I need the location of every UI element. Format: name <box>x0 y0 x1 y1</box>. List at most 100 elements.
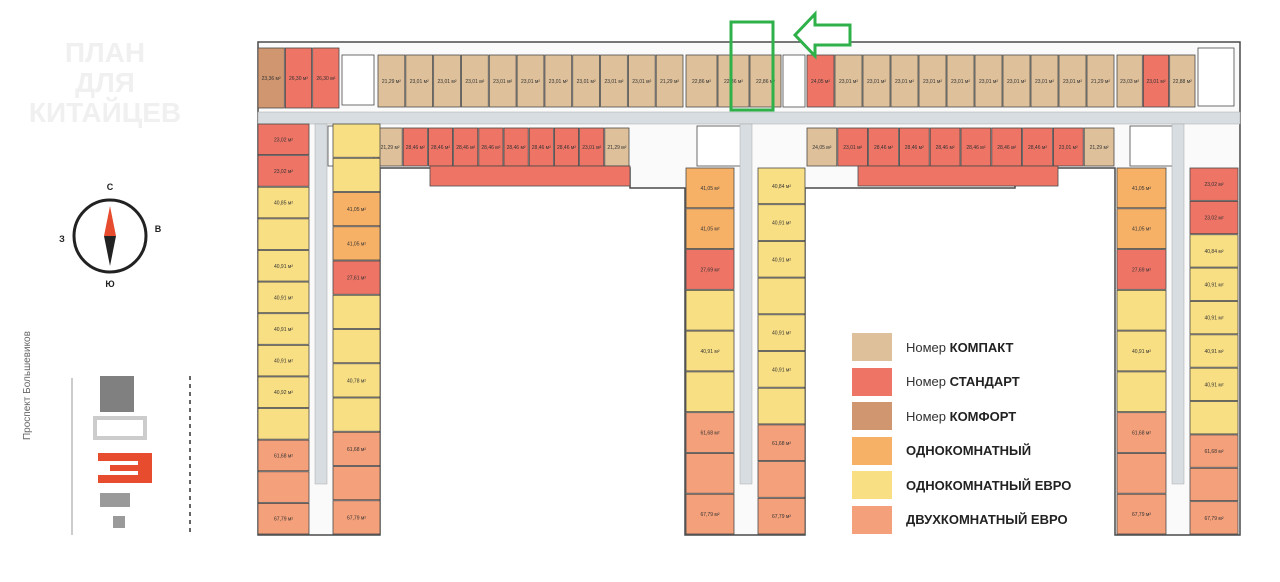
room-area-label: 23,01 м² <box>867 79 886 85</box>
room <box>1142 54 1170 108</box>
room-area-label: 40,91 м² <box>700 349 719 355</box>
room <box>1189 167 1239 201</box>
room <box>1189 334 1239 368</box>
room <box>757 240 806 278</box>
room <box>862 54 891 108</box>
room <box>717 54 750 108</box>
legend-prefix: Номер <box>906 374 947 390</box>
room <box>332 431 381 466</box>
compass-south-label: Ю <box>105 279 114 289</box>
room <box>685 412 735 453</box>
room <box>332 466 381 501</box>
legend-item-one-euro: ОДНОКОМНАТНЫЙ ЕВРО <box>852 468 1112 503</box>
room <box>257 186 310 219</box>
room <box>960 127 992 167</box>
room <box>572 54 600 108</box>
elevator-shaft <box>1129 125 1177 167</box>
neighbor-building <box>100 493 130 507</box>
room <box>257 502 310 535</box>
room <box>257 47 285 109</box>
room <box>1189 401 1239 435</box>
neighbor-building <box>100 376 134 412</box>
stairwell <box>782 54 806 108</box>
room-area-label: 41,05 м² <box>347 207 366 213</box>
room <box>685 453 735 494</box>
room-area-label: 67,79 м² <box>772 514 791 520</box>
room-area-label: 40,91 м² <box>1204 382 1223 388</box>
room <box>685 371 735 413</box>
room <box>257 123 310 156</box>
room-area-label: 40,91 м² <box>772 221 791 227</box>
room <box>991 127 1022 167</box>
room-area-label: 23,01 м² <box>493 79 512 85</box>
room <box>685 249 735 290</box>
room-area-label: 41,05 м² <box>1132 186 1151 192</box>
room <box>257 155 310 187</box>
room-area-label: 21,29 м² <box>1091 79 1110 85</box>
room <box>974 54 1003 108</box>
room <box>1116 289 1167 331</box>
legend-item-one-room: ОДНОКОМНАТНЫЙ <box>852 434 1112 469</box>
compass-icon <box>72 198 148 274</box>
room <box>332 500 381 535</box>
room <box>257 344 310 377</box>
room-area-label: 23,01 м² <box>549 79 568 85</box>
legend-swatch <box>852 436 892 465</box>
room <box>461 54 489 108</box>
room <box>257 439 310 472</box>
room <box>749 54 782 108</box>
room-area-label: 28,46 м² <box>874 145 893 151</box>
room-area-label: 41,05 м² <box>700 186 719 192</box>
room-area-label: 23,01 м² <box>1063 79 1082 85</box>
room-area-label: 23,01 м² <box>839 79 858 85</box>
room <box>332 397 381 432</box>
room <box>1189 501 1239 535</box>
room-area-label: 23,01 м² <box>951 79 970 85</box>
room-area-label: 40,91 м² <box>1204 316 1223 322</box>
room <box>655 54 684 108</box>
room-area-label: 23,01 м² <box>521 79 540 85</box>
room <box>834 54 863 108</box>
room <box>257 218 310 250</box>
room <box>685 54 718 108</box>
room-area-label: 28,46 м² <box>936 145 955 151</box>
neighbor-building <box>113 516 125 528</box>
room-area-label: 40,85 м² <box>274 201 293 207</box>
room-area-label: 23,01 м² <box>979 79 998 85</box>
room-area-label: 28,46 м² <box>997 145 1016 151</box>
room-area-label: 41,05 м² <box>700 227 719 233</box>
corridor <box>1171 123 1185 485</box>
room-area-label: 27,61 м² <box>347 276 366 282</box>
room-area-label: 23,01 м² <box>1059 145 1078 151</box>
room-area-label: 40,91 м² <box>274 327 293 333</box>
room <box>757 497 806 535</box>
room <box>685 493 735 535</box>
room <box>1189 467 1239 502</box>
room <box>1116 371 1167 413</box>
legend-name: ДВУХКОМНАТНЫЙ ЕВРО <box>906 512 1068 528</box>
corridor <box>739 123 753 485</box>
watermark-text: ПЛАН <box>65 37 145 68</box>
room-area-label: 26,30 м² <box>316 76 335 82</box>
room <box>257 313 310 345</box>
legend-item-two-euro: ДВУХКОМНАТНЫЙ ЕВРО <box>852 503 1112 538</box>
room-area-label: 41,05 м² <box>347 241 366 247</box>
room-area-label: 40,91 м² <box>1132 349 1151 355</box>
room <box>757 387 806 425</box>
room <box>685 330 735 372</box>
legend-name: КОМФОРТ <box>949 408 1017 424</box>
room <box>402 127 428 167</box>
room <box>857 165 1059 187</box>
room <box>257 281 310 314</box>
room <box>544 54 573 108</box>
room-area-label: 23,01 м² <box>410 79 429 85</box>
room-area-label: 26,30 м² <box>289 76 308 82</box>
room-area-label: 40,91 м² <box>274 264 293 270</box>
room-area-label: 23,02 м² <box>1204 216 1223 222</box>
legend: Номер КОМПАКТ Номер СТАНДАРТ Номер КОМФО… <box>852 330 1112 537</box>
room-area-label: 28,46 м² <box>456 145 475 151</box>
room-area-label: 40,91 м² <box>772 257 791 263</box>
legend-item-comfort: Номер КОМФОРТ <box>852 399 1112 434</box>
room-area-label: 40,84 м² <box>772 184 791 190</box>
stairwell <box>341 54 375 106</box>
